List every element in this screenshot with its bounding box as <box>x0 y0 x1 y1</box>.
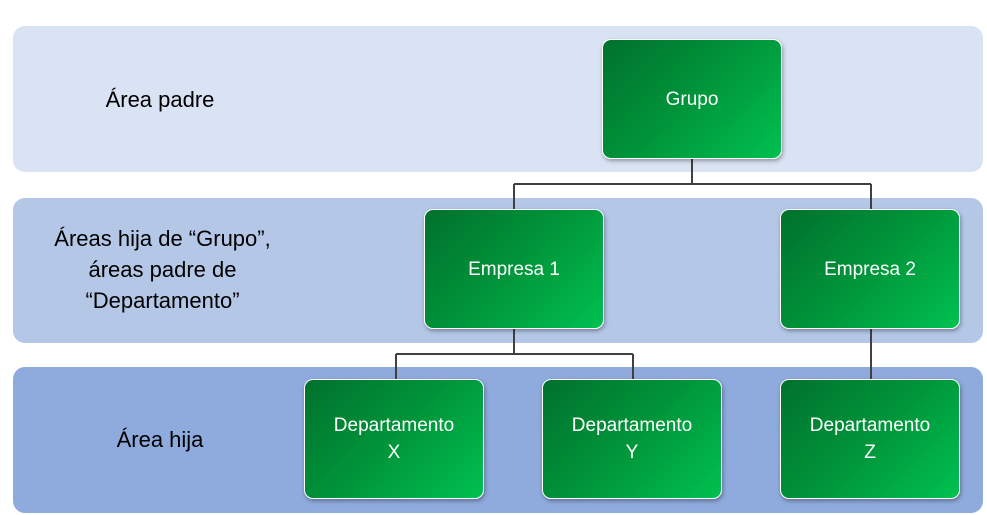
node-departamento-z-label-line-2: Z <box>864 442 876 463</box>
node-departamento-z[interactable]: Departamento Z <box>780 379 960 499</box>
node-departamento-y-label-line-1: Departamento <box>571 415 693 436</box>
node-grupo[interactable]: Grupo <box>602 39 782 159</box>
parent-area-label: Área padre <box>105 87 215 112</box>
intermediate-area-label-line-2: áreas padre de <box>88 257 237 282</box>
band-parent-area <box>13 26 983 172</box>
node-empresa-2[interactable]: Empresa 2 <box>780 209 960 329</box>
node-departamento-x-label-line-1: Departamento <box>333 415 455 436</box>
node-empresa-1-label: Empresa 1 <box>468 258 560 280</box>
intermediate-area-label-line-3: “Departamento” <box>85 288 240 313</box>
intermediate-area-label: Áreas hija de “Grupo”, áreas padre de “D… <box>20 223 305 316</box>
node-departamento-z-label-line-1: Departamento <box>809 415 931 436</box>
node-departamento-y-label-line-2: Y <box>625 442 639 463</box>
node-empresa-2-label: Empresa 2 <box>824 258 916 280</box>
intermediate-area-label-line-1: Áreas hija de “Grupo”, <box>54 226 271 251</box>
node-empresa-1[interactable]: Empresa 1 <box>424 209 604 329</box>
node-departamento-x-label-line-2: X <box>387 442 401 463</box>
node-departamento-x[interactable]: Departamento X <box>304 379 484 499</box>
child-area-label: Área hija <box>116 427 204 452</box>
node-grupo-label: Grupo <box>665 88 719 110</box>
node-departamento-y[interactable]: Departamento Y <box>542 379 722 499</box>
